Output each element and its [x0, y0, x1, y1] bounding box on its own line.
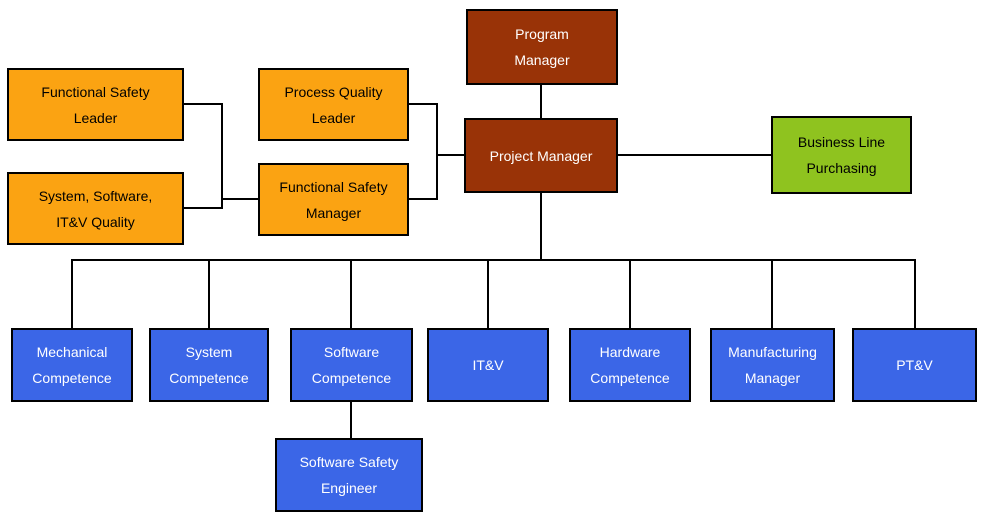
node-process-quality-leader: Process Quality Leader	[258, 68, 409, 141]
node-label: Hardware	[599, 344, 661, 360]
node-label: Business Line	[797, 134, 886, 150]
node-label: System, Software,	[38, 187, 153, 204]
node-software-competence: Software Competence	[290, 328, 413, 402]
node-hardware-competence: Hardware Competence	[569, 328, 691, 402]
node-manufacturing-manager: Manufacturing Manager	[710, 328, 835, 402]
node-label: Software Safety	[299, 454, 399, 470]
node-label: Software	[323, 344, 380, 360]
node-label: Functional Safety	[279, 178, 388, 195]
connector-mid-bracket-to-pm	[436, 154, 464, 156]
node-mechanical-competence: Mechanical Competence	[11, 328, 133, 402]
connector-drop-ptv	[914, 259, 916, 328]
node-label: Mechanical	[36, 344, 108, 360]
node-functional-safety-leader: Functional Safety Leader	[7, 68, 184, 141]
connector-drop-software	[350, 259, 352, 328]
node-label: Leader	[311, 109, 356, 126]
connector-pql-stub	[409, 103, 438, 105]
connector-distribution-line	[71, 259, 916, 261]
node-label: Leader	[73, 109, 118, 126]
node-program-manager: Program Manager	[466, 9, 618, 85]
node-label: Purchasing	[806, 160, 877, 176]
node-label: Competence	[169, 370, 249, 386]
node-label: System	[185, 344, 233, 360]
node-system-software-itv-quality: System, Software, IT&V Quality	[7, 172, 184, 245]
node-label: Manager	[514, 52, 570, 68]
node-business-line-purchasing: Business Line Purchasing	[771, 116, 912, 194]
node-label: Program	[515, 26, 569, 42]
connector-mid-bracket-vertical	[436, 103, 438, 200]
node-functional-safety-manager: Functional Safety Manager	[258, 163, 409, 236]
node-label: Competence	[32, 370, 112, 386]
node-label: Functional Safety	[41, 83, 150, 100]
node-itv: IT&V	[427, 328, 549, 402]
node-label: IT&V Quality	[56, 213, 135, 230]
node-ptv: PT&V	[852, 328, 977, 402]
connector-left-bracket-to-fsm	[221, 198, 258, 200]
node-label: Process Quality	[284, 83, 383, 100]
node-software-safety-engineer: Software Safety Engineer	[275, 438, 423, 512]
connector-fsm-stub	[409, 198, 438, 200]
connector-program-to-project	[540, 85, 542, 120]
connector-drop-itv	[487, 259, 489, 328]
connector-fsl-stub	[184, 103, 223, 105]
connector-drop-mechanical	[71, 259, 73, 328]
connector-left-bracket-vertical	[221, 103, 223, 209]
node-label: Engineer	[320, 480, 378, 496]
node-project-manager: Project Manager	[464, 118, 618, 193]
node-label: Manager	[305, 204, 362, 221]
connector-drop-system	[208, 259, 210, 328]
node-label: Manufacturing	[728, 344, 817, 360]
node-label: IT&V	[472, 357, 504, 373]
node-system-competence: System Competence	[149, 328, 269, 402]
connector-sse-drop	[350, 402, 352, 438]
connector-drop-hardware	[629, 259, 631, 328]
connector-ssq-stub	[184, 207, 223, 209]
connector-pm-drop	[540, 193, 542, 261]
node-label: PT&V	[896, 357, 933, 373]
node-label: Project Manager	[489, 147, 593, 164]
node-label: Competence	[590, 370, 670, 386]
connector-project-to-purchasing	[618, 154, 772, 156]
node-label: Competence	[311, 370, 392, 386]
node-label: Manager	[744, 370, 801, 386]
connector-drop-manufacturing	[771, 259, 773, 328]
